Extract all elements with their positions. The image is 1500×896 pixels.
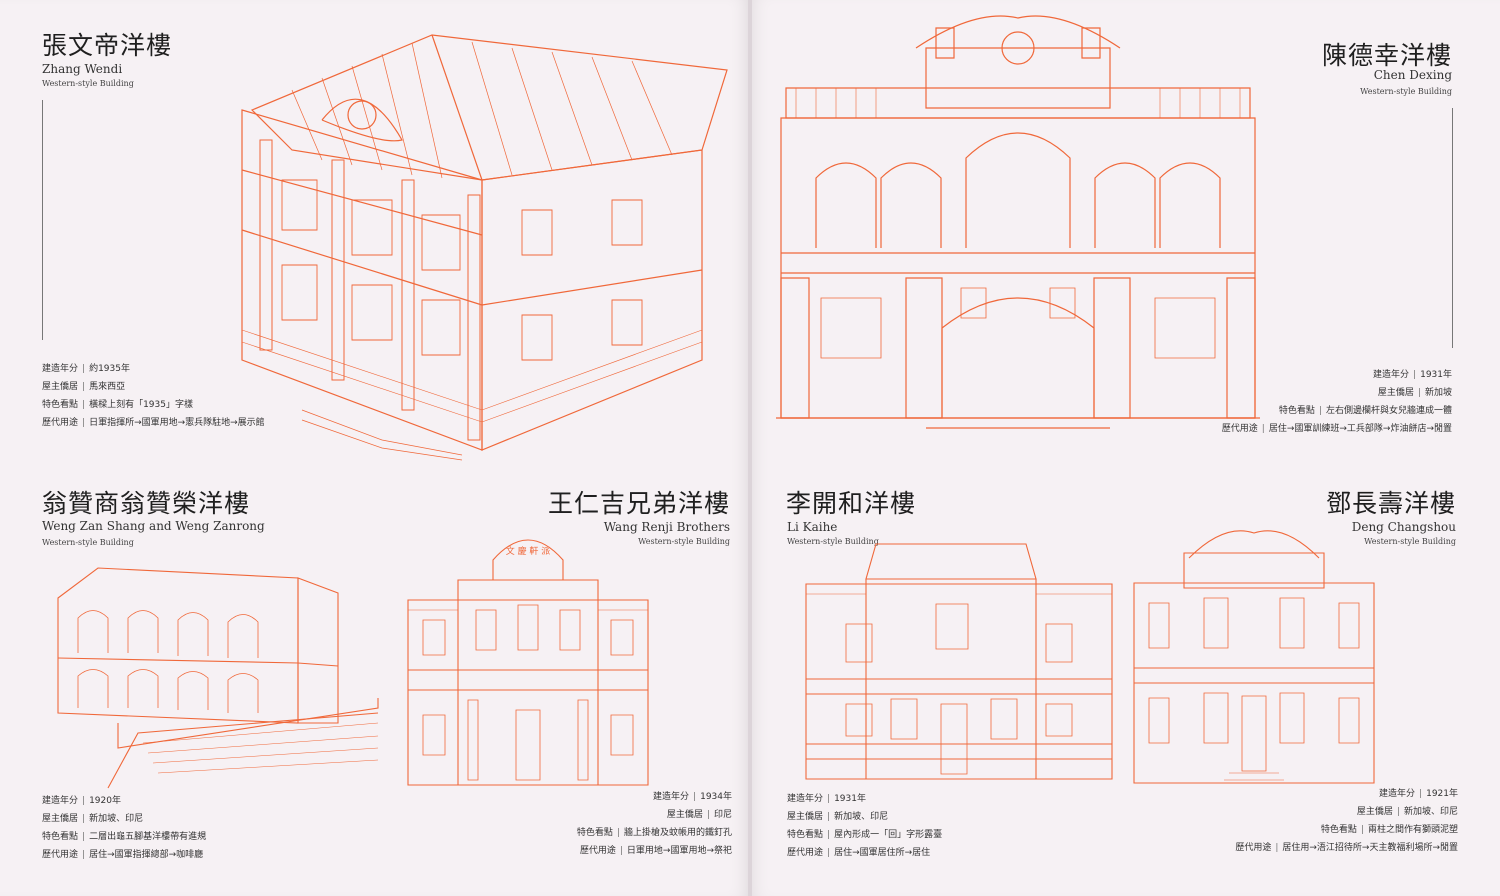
chen-subtitle: Western-style Building <box>1360 87 1452 96</box>
chen-facts: 建造年分|1931年 屋主僑居|新加坡 特色看點|左右側邊欄杆與女兒牆連成一體 … <box>1222 371 1452 443</box>
li-title: 李開和洋樓 <box>786 489 917 518</box>
weng-title: 翁贊商翁贊榮洋樓 <box>42 489 251 518</box>
fact-row: 屋主僑居|新加坡、印尼 <box>42 814 144 824</box>
fact-row: 歷代用途|居住→國軍訓練班→工兵部隊→炸油餅店→閒置 <box>1221 424 1452 434</box>
weng-facts: 建造年分|1920年 屋主僑居|新加坡、印尼 特色看點|二層出龜五腳基洋樓帶有進… <box>42 797 206 869</box>
fact-row: 建造年分|1921年 <box>1379 789 1458 799</box>
fact-row: 建造年分|1931年 <box>787 794 866 804</box>
right-page <box>752 0 1500 896</box>
zhang-building-illustration <box>232 30 732 460</box>
wang-title: 王仁吉兄弟洋樓 <box>547 489 730 518</box>
fact-row: 特色看點|橫樑上刻有「1935」字樣 <box>42 400 193 410</box>
weng-building-illustration <box>48 548 380 788</box>
wang-name-en: Wang Renji Brothers <box>603 520 730 534</box>
fact-row: 歷代用途|日軍用地→國軍用地→祭祀 <box>579 846 732 856</box>
li-building-illustration <box>806 544 1112 784</box>
zhang-facts: 建造年分|約1935年 屋主僑居|馬來西亞 特色看點|橫樑上刻有「1935」字樣… <box>42 365 265 437</box>
chen-name-en: Chen Dexing <box>1373 68 1452 82</box>
wang-subtitle: Western-style Building <box>638 537 730 546</box>
chen-title: 陳德幸洋樓 <box>1321 41 1452 70</box>
li-name-en: Li Kaihe <box>787 520 838 534</box>
page-gutter <box>748 0 752 896</box>
fact-row: 建造年分|1920年 <box>42 796 121 806</box>
fact-row: 屋主僑居|新加坡、印尼 <box>787 812 889 822</box>
fact-row: 建造年分|約1935年 <box>42 364 130 374</box>
deng-facts: 建造年分|1921年 屋主僑居|新加坡、印尼 特色看點|兩柱之間作有獅頭泥塑 歷… <box>1235 790 1458 862</box>
fact-row: 建造年分|1931年 <box>1373 370 1452 380</box>
deng-building-illustration <box>1134 518 1374 788</box>
li-facts: 建造年分|1931年 屋主僑居|新加坡、印尼 特色看點|屋內形成一「回」字形露臺… <box>787 795 942 867</box>
wang-plaque-text: 文 慶 軒 派 <box>506 545 551 557</box>
weng-subtitle: Western-style Building <box>42 538 134 547</box>
fact-row: 建造年分|1934年 <box>653 792 732 802</box>
chen-building-illustration <box>776 8 1260 438</box>
fact-row: 歷代用途|居住→國軍指揮總部→咖啡廳 <box>42 850 204 860</box>
wang-facts: 建造年分|1934年 屋主僑居|印尼 特色看點|牆上掛槍及蚊帳用的鐵釘孔 歷代用… <box>577 793 732 865</box>
deng-title: 鄧長壽洋樓 <box>1325 489 1456 518</box>
fact-row: 特色看點|兩柱之間作有獅頭泥塑 <box>1320 825 1458 835</box>
zhang-name-en: Zhang Wendi <box>42 62 123 76</box>
li-subtitle: Western-style Building <box>787 537 879 546</box>
fact-row: 屋主僑居|新加坡 <box>1377 388 1452 398</box>
fact-row: 特色看點|二層出龜五腳基洋樓帶有進規 <box>42 832 207 842</box>
zhang-divider <box>42 100 43 340</box>
zhang-title: 張文帝洋樓 <box>42 31 173 60</box>
fact-row: 屋主僑居|印尼 <box>666 810 732 820</box>
fact-row: 屋主僑居|馬來西亞 <box>42 382 126 392</box>
fact-row: 特色看點|左右側邊欄杆與女兒牆連成一體 <box>1278 406 1452 416</box>
fact-row: 屋主僑居|新加坡、印尼 <box>1356 807 1458 817</box>
fact-row: 歷代用途|日軍指揮所→國軍用地→憲兵隊駐地→展示館 <box>42 418 265 428</box>
weng-name-en: Weng Zan Shang and Weng Zanrong <box>42 519 265 533</box>
zhang-subtitle: Western-style Building <box>42 79 134 88</box>
fact-row: 歷代用途|居住用→浯江招待所→天主教福利場所→閒置 <box>1235 843 1458 853</box>
wang-building-illustration: 文 慶 軒 派 <box>408 520 648 790</box>
deng-subtitle: Western-style Building <box>1364 537 1456 546</box>
deng-name-en: Deng Changshou <box>1351 520 1456 534</box>
fact-row: 特色看點|屋內形成一「回」字形露臺 <box>787 830 943 840</box>
fact-row: 歷代用途|居住→國軍居住所→居住 <box>787 848 931 858</box>
chen-divider <box>1452 108 1453 348</box>
fact-row: 特色看點|牆上掛槍及蚊帳用的鐵釘孔 <box>576 828 732 838</box>
